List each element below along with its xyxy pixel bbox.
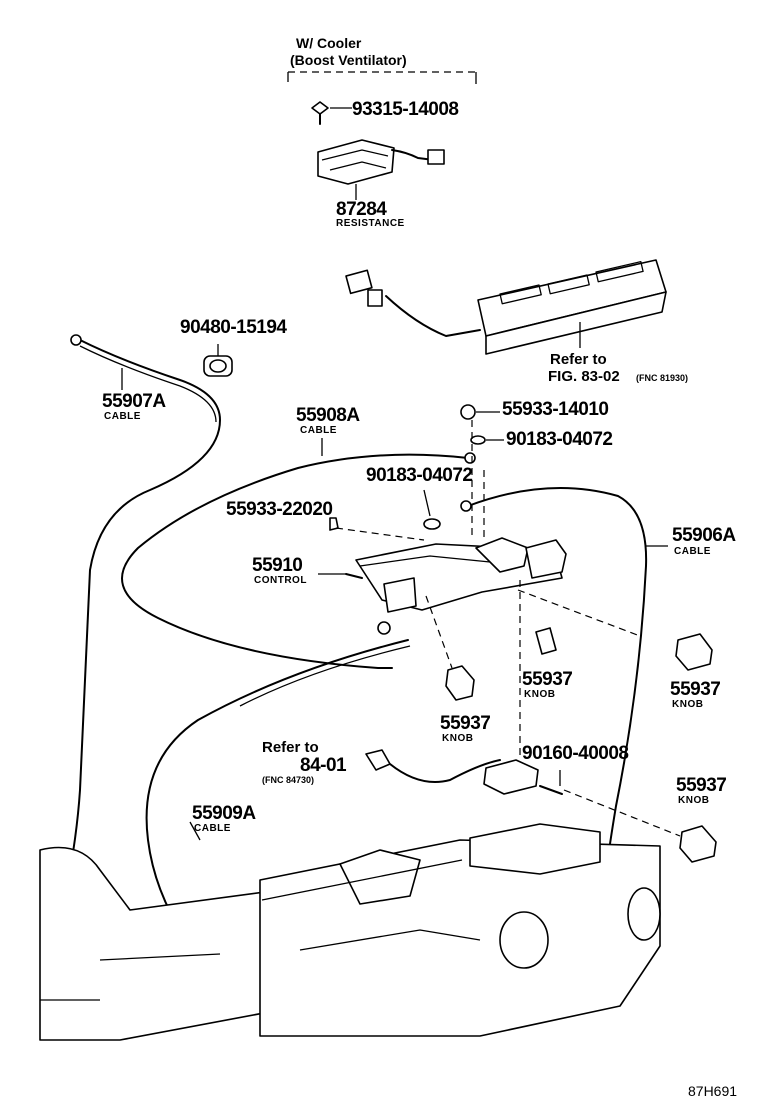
reference-line1: Refer to [550,351,607,368]
part-number: 55937 [670,679,721,700]
part-name: KNOB [678,795,710,806]
part-number: 55937 [440,713,491,734]
header-line2: (Boost Ventilator) [290,52,407,68]
part-number: 55933-14010 [502,399,609,420]
part-name: CABLE [674,546,711,557]
part-number: 55937 [522,669,573,690]
knob-icon [675,633,713,671]
figure-code: 87H691 [688,1083,738,1099]
part-number: 87284 [336,199,387,220]
part-name: CABLE [300,425,337,436]
part-number: 55910 [252,555,303,576]
reference-line1: Refer to [262,739,319,756]
part-name: KNOB [524,689,556,700]
reference-line2: 84-01 [300,755,347,776]
part-number: 90480-15194 [180,317,287,338]
screw-icon [311,101,352,125]
reference-line2: FIG. 83-02 [548,368,620,385]
washer-icon [423,489,441,530]
part-number: 55906A [672,525,736,546]
clip-icon [460,404,504,540]
part-number: 55907A [102,391,166,412]
part-number: 90183-04072 [366,465,473,486]
part-number: 93315-14008 [352,99,459,120]
part-number: 55909A [192,803,256,824]
part-name: RESISTANCE [336,218,405,229]
part-name: KNOB [672,699,704,710]
cooler-bracket [287,71,477,84]
clip-small-icon [329,517,425,541]
header-line1: W/ Cooler [296,35,362,51]
part-name: CONTROL [254,575,307,586]
part-number: 90160-40008 [522,743,629,764]
reference-fnc: (FNC 81930) [636,373,689,383]
resistance-icon [317,139,445,200]
part-name: KNOB [442,733,474,744]
knob-icon [563,789,717,863]
grommet-icon [203,344,233,377]
part-name: CABLE [104,411,141,422]
knob-icon [425,595,475,701]
reference-fnc: (FNC 84730) [262,775,315,785]
part-number: 90183-04072 [506,429,613,450]
switch-icon [365,749,563,795]
part-number: 55933-22020 [226,499,333,520]
part-number: 55937 [676,775,727,796]
control-bracket-icon [318,537,641,760]
part-number: 55908A [296,405,360,426]
part-name: CABLE [194,823,231,834]
control-head-icon [345,259,667,355]
knob-icon [535,627,557,655]
heater-unit-icon [39,823,661,1041]
